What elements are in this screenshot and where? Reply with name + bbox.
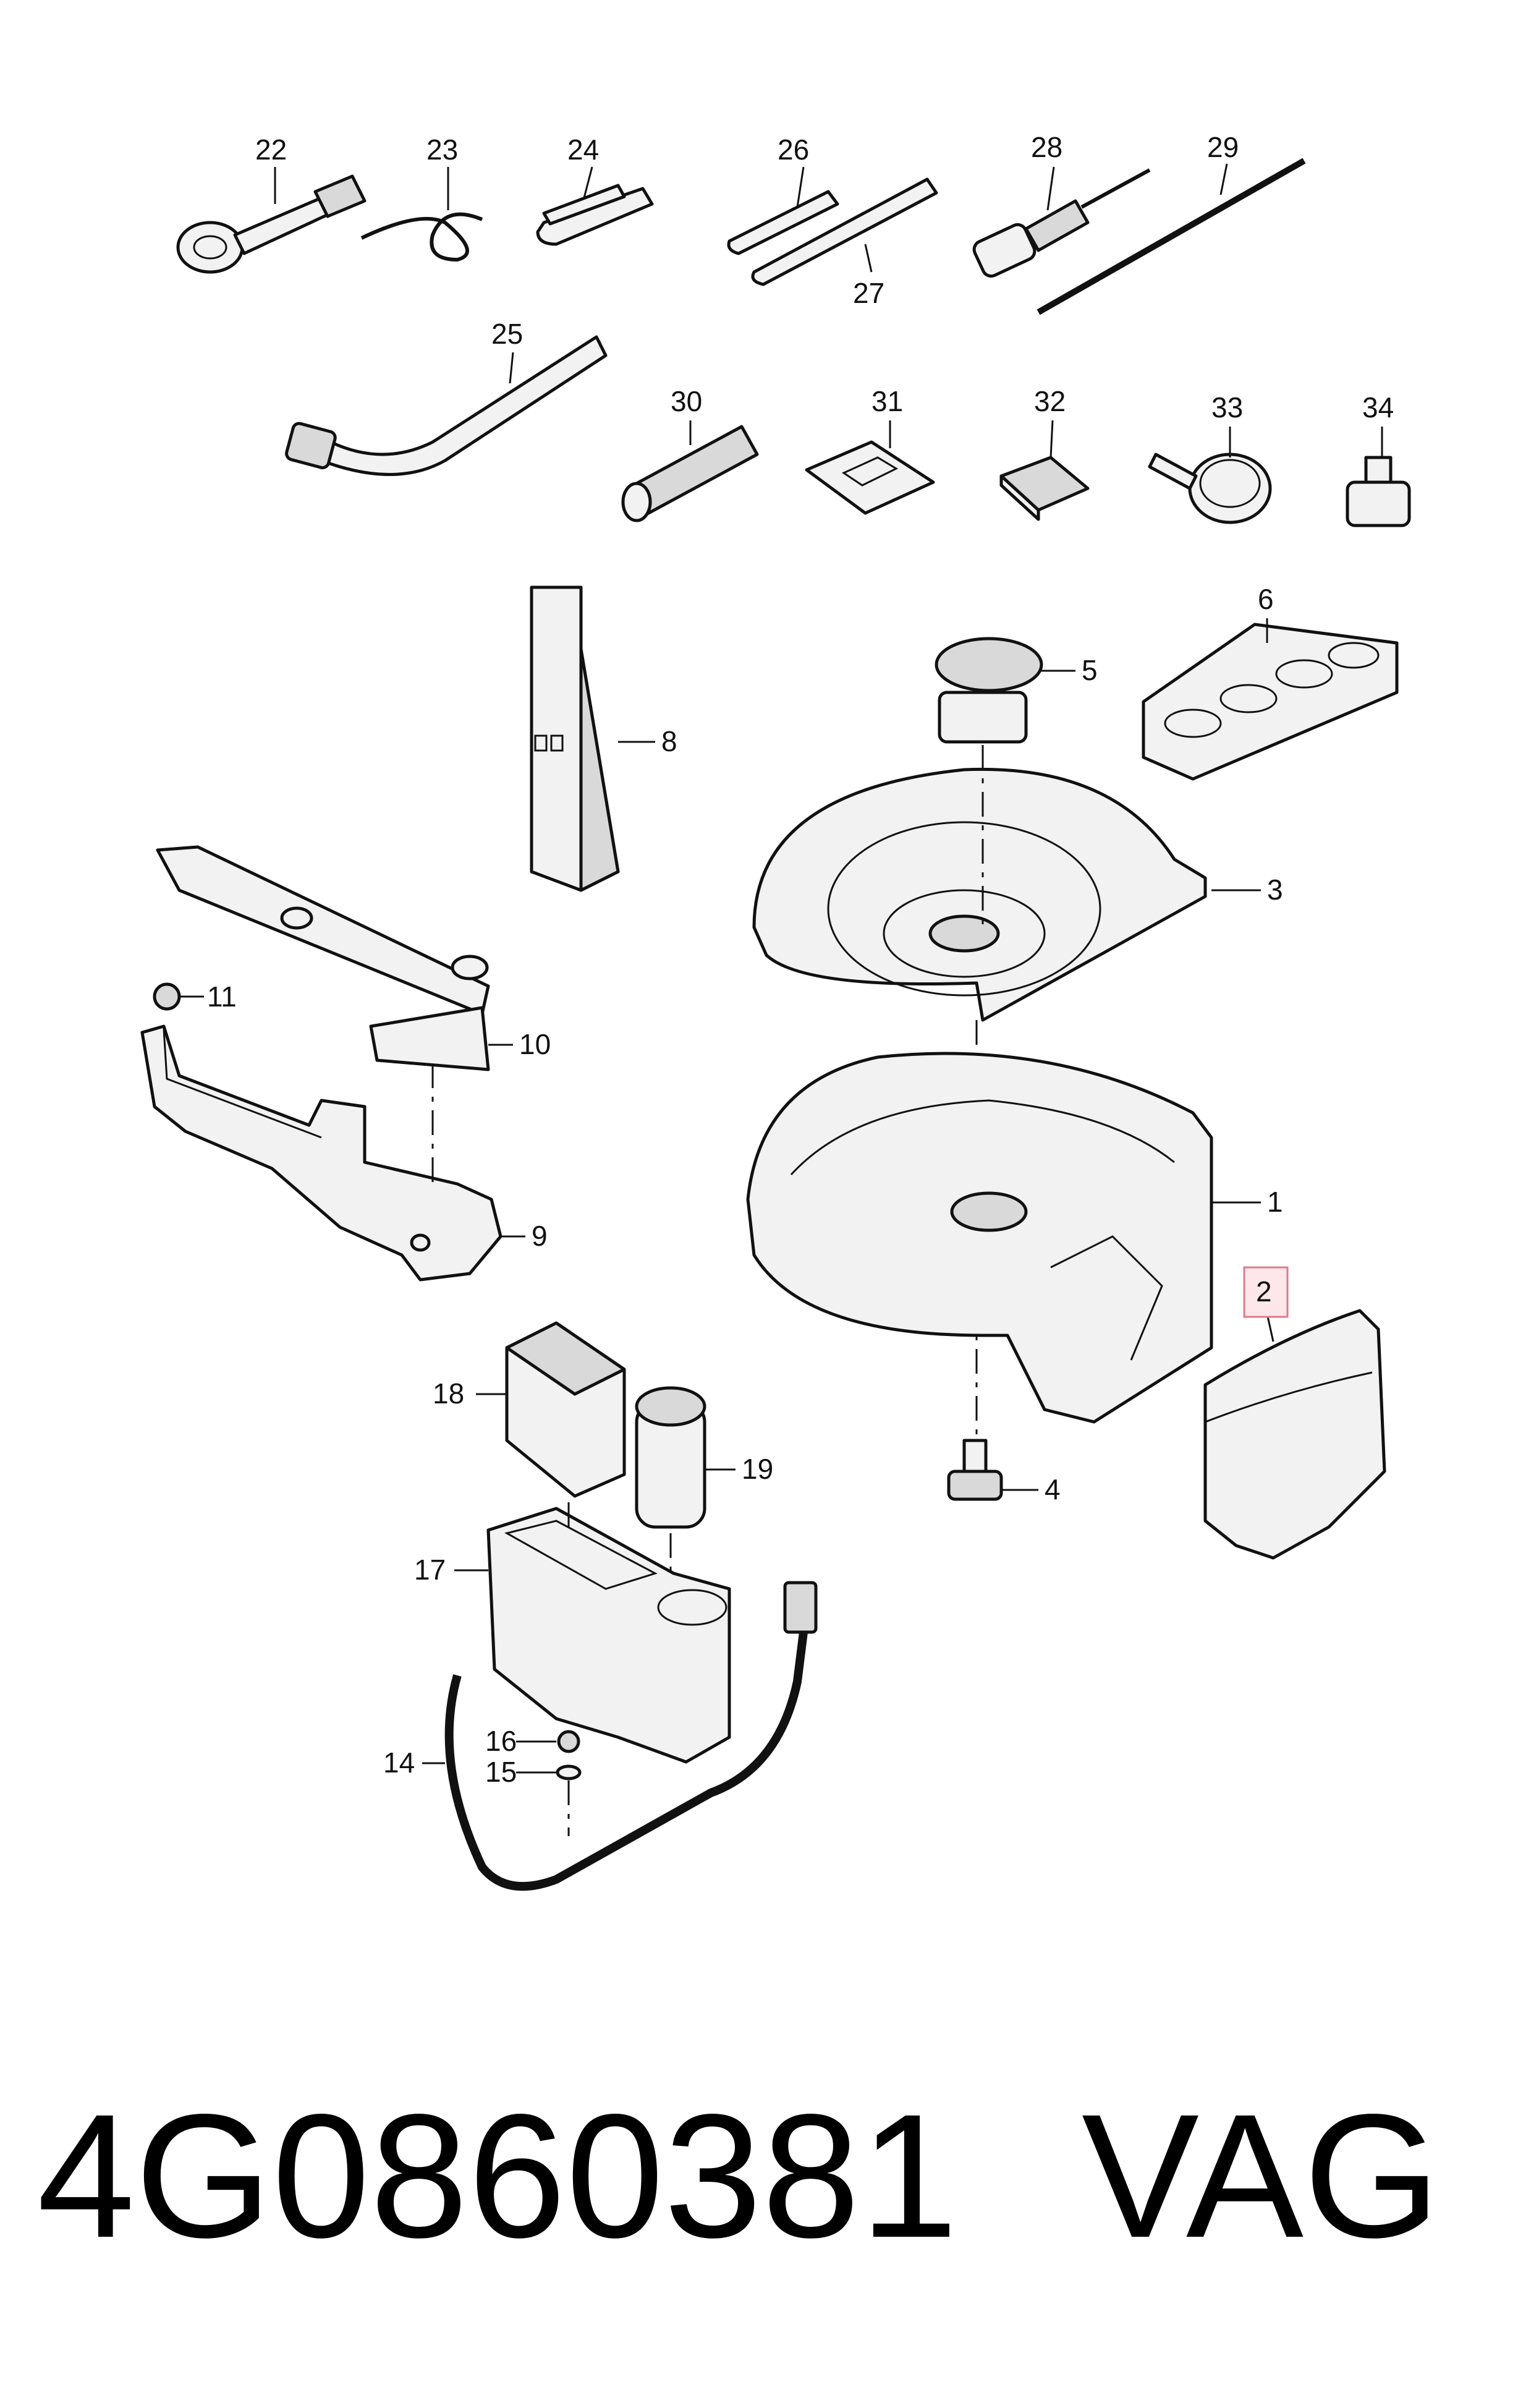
screwdriver-part (972, 168, 1151, 278)
bracket-clip-part (536, 184, 654, 246)
kit-holder-part (486, 1507, 731, 1764)
socket-extension-part (621, 425, 759, 522)
callout-32: 32 (1034, 385, 1066, 417)
callout-24: 24 (567, 134, 599, 166)
spring-clip-part (360, 212, 483, 262)
callout-33: 33 (1211, 391, 1243, 423)
brand-name: VAG (1082, 2078, 1441, 2274)
bolt-part-4 (947, 1439, 1003, 1501)
tool-insert-part (1142, 623, 1399, 781)
foam-tray-part (746, 1052, 1213, 1424)
washer-part-15 (556, 1764, 582, 1780)
callout-3: 3 (1267, 874, 1283, 906)
foam-block-part (1203, 1309, 1386, 1560)
callout-27: 27 (853, 277, 884, 309)
jack-tray-part (140, 1024, 502, 1282)
callout-29: 29 (1207, 131, 1239, 163)
callout-16: 16 (485, 1725, 517, 1757)
strap-part (444, 1632, 808, 1891)
callout-25: 25 (491, 318, 523, 350)
callout-17: 17 (414, 1554, 446, 1586)
callout-14: 14 (383, 1746, 415, 1779)
part-number: 4G0860381 (37, 2078, 958, 2274)
callout-23: 23 (426, 134, 458, 166)
callout-28: 28 (1031, 131, 1062, 163)
nut-part-11 (153, 982, 181, 1011)
callout-10: 10 (519, 1028, 551, 1060)
callout-31: 31 (871, 385, 903, 417)
bolt-part-34 (1346, 456, 1411, 527)
callout-8: 8 (661, 725, 677, 757)
callout-5: 5 (1082, 654, 1098, 686)
callout-2: 2 (1256, 1275, 1272, 1308)
plate-stack-part (999, 456, 1090, 521)
callout-19: 19 (742, 1453, 773, 1485)
caption: 4G0860381 VAG (19, 2065, 1502, 2287)
rod-part-26 (727, 190, 839, 255)
callout-18: 18 (433, 1377, 464, 1410)
sealant-bottle-part (635, 1386, 706, 1529)
callout-4: 4 (1045, 1473, 1061, 1505)
jack-part (156, 845, 490, 1071)
callout-1: 1 (1267, 1186, 1283, 1218)
callout-22: 22 (255, 134, 287, 166)
callout-30: 30 (671, 385, 702, 417)
wheel-brace-part (307, 335, 608, 476)
callout-11: 11 (207, 981, 237, 1013)
tow-eye-part (176, 174, 367, 274)
callout-34: 34 (1362, 391, 1394, 423)
long-rod-part (1037, 158, 1306, 315)
callout-26: 26 (778, 134, 809, 166)
compressor-part (505, 1321, 626, 1498)
nut-part-16 (557, 1730, 580, 1753)
wing-nut-part (935, 637, 1043, 744)
callout-2-highlight (1243, 1266, 1289, 1318)
wheel-brace-socket (285, 422, 337, 470)
pressure-gauge-part (1148, 453, 1272, 524)
rod-part-27 (751, 177, 938, 286)
wheel-chock-side (579, 647, 620, 892)
spare-wheel-cover-part (752, 767, 1207, 1022)
strap-connector (783, 1581, 818, 1634)
callout-9: 9 (532, 1220, 548, 1252)
callout-15: 15 (485, 1756, 517, 1788)
callout-6: 6 (1258, 583, 1274, 615)
pad-part (805, 440, 935, 515)
